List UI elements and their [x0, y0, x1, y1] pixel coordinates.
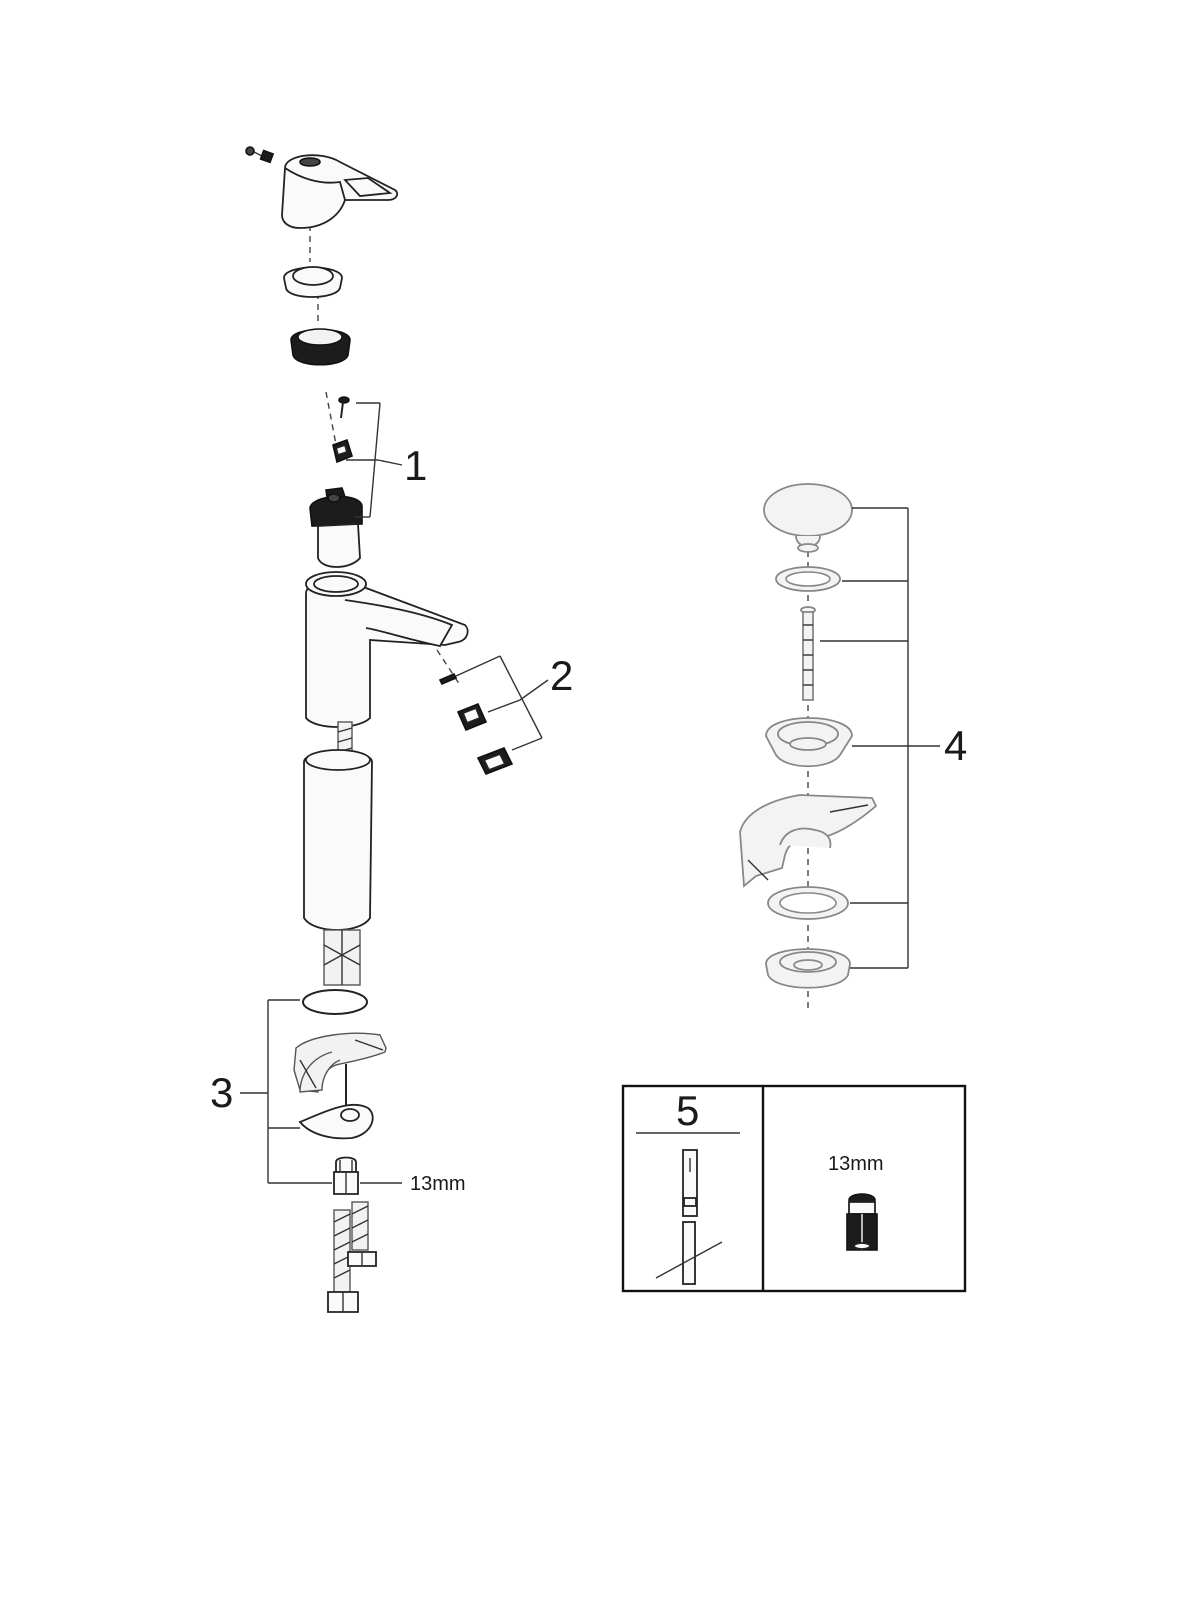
- faucet-body: [305, 571, 469, 728]
- extension-tube: [303, 749, 373, 931]
- callout-5-label: 5: [676, 1087, 699, 1134]
- mounting-nut: [333, 1156, 359, 1195]
- plug-gasket: [775, 566, 841, 592]
- tool-box: 5 13mm: [621, 1084, 967, 1293]
- horseshoe-washer: [298, 1103, 374, 1140]
- nut-dimension-label: 13mm: [410, 1173, 466, 1195]
- cartridge: [309, 487, 363, 568]
- aerator-insert: [456, 702, 488, 732]
- cartridge-nut: [290, 328, 351, 366]
- cartridge-clip: [332, 438, 353, 464]
- plug-stem: [800, 606, 816, 701]
- callout-3-bracket: [240, 999, 332, 1184]
- faucet-assembly: 1: [210, 146, 573, 1313]
- drain-assembly: 4: [739, 483, 967, 1010]
- flexible-hoses: [327, 1201, 377, 1313]
- countertop-section-left: [293, 1032, 387, 1093]
- callout-4-bracket: [820, 507, 940, 969]
- plug-cap: [763, 483, 853, 553]
- cartridge-screw: [338, 396, 350, 419]
- callout-3-label: 3: [210, 1069, 233, 1116]
- aerator-axis: [436, 649, 461, 686]
- drain-flange: [765, 717, 853, 768]
- cap-ring: [283, 266, 343, 298]
- callout-4-label: 4: [944, 722, 967, 769]
- handle-screw: [245, 146, 275, 164]
- callout-2-bracket: [455, 655, 549, 751]
- drain-nut: [765, 948, 851, 989]
- drain-washer: [767, 886, 849, 920]
- threaded-rod-lower: [323, 929, 361, 986]
- tool-nut-size-label: 13mm: [828, 1153, 884, 1175]
- callout-1-label: 1: [404, 442, 427, 489]
- callout-2-label: 2: [550, 652, 573, 699]
- aerator-washer: [438, 672, 458, 686]
- callout-1-bracket: [346, 402, 403, 518]
- handle-lever: [281, 154, 399, 229]
- tool-key: [655, 1149, 723, 1285]
- tool-box-frame: [621, 1084, 967, 1293]
- o-ring: [302, 989, 368, 1015]
- basin-section: [739, 794, 878, 888]
- socket-nut: [846, 1193, 878, 1251]
- aerator-housing: [476, 746, 514, 776]
